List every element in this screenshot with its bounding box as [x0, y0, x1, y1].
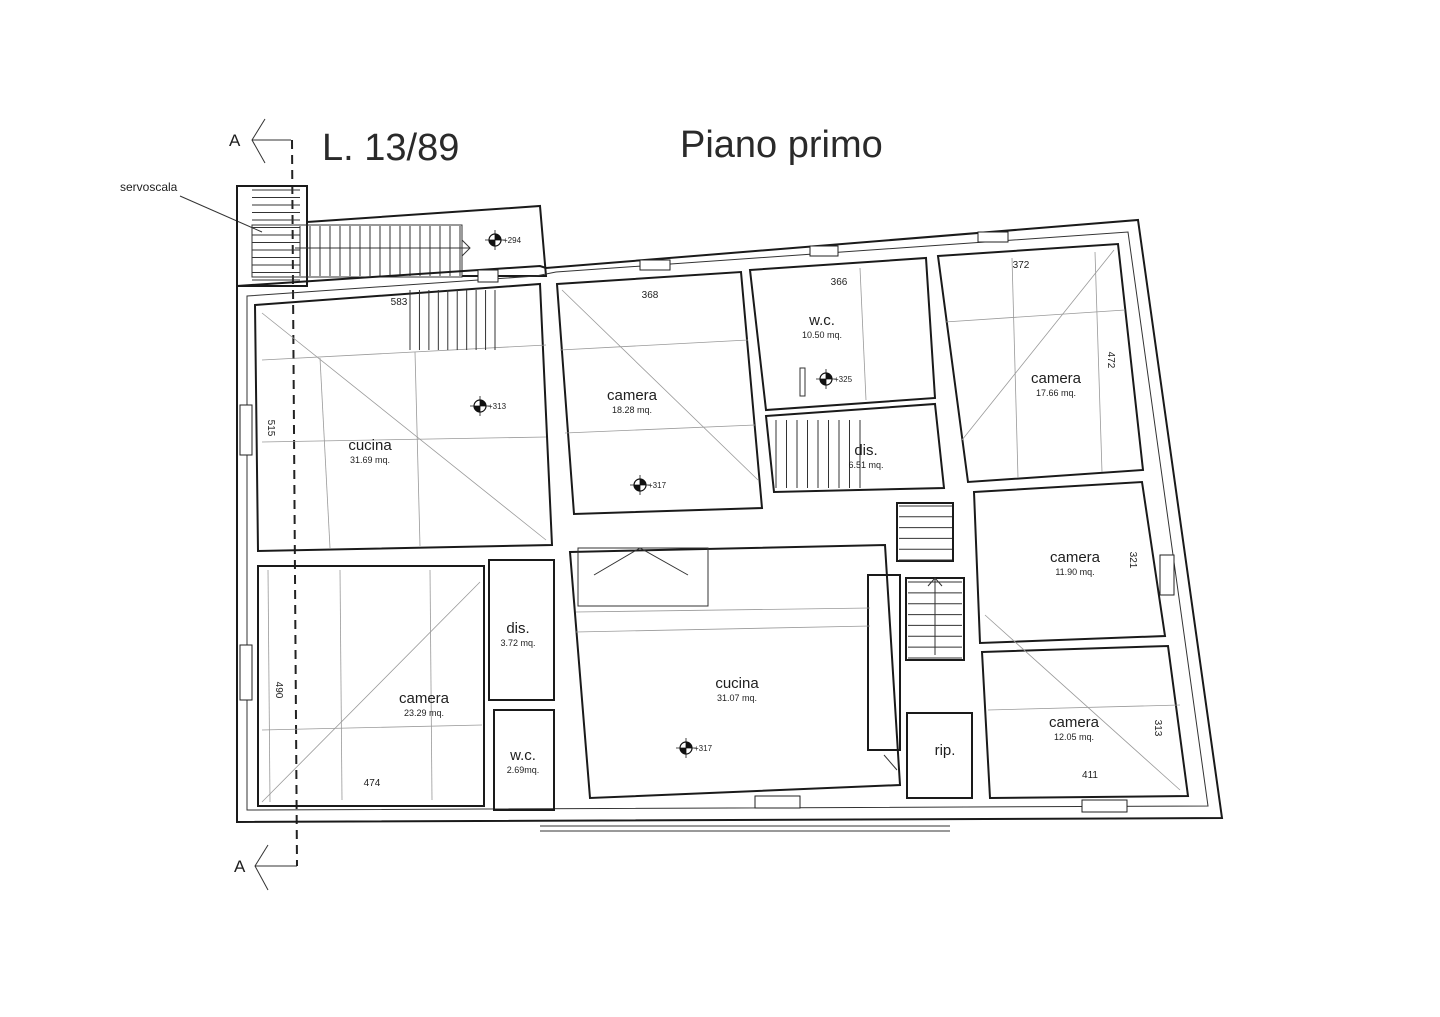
room-hall-2: [488, 559, 555, 701]
elevation-value: +317: [694, 744, 713, 753]
room-bedroom-5: [980, 614, 1190, 800]
elevation-value: +325: [834, 375, 853, 384]
elevation-marker: +294: [485, 230, 522, 250]
room-area: 2.69mq.: [507, 765, 540, 775]
dimension-label: 515: [265, 420, 276, 437]
room-area: 11.90 mq.: [1055, 567, 1094, 577]
dimension-label: 474: [364, 778, 381, 789]
stairlift-label: servoscala: [120, 180, 178, 194]
dimension-label: 366: [831, 277, 848, 288]
room-name: dis.: [506, 620, 529, 637]
room-label: rip.: [935, 742, 956, 759]
stairlift-leader: [179, 195, 263, 233]
room-area: 31.69 mq.: [350, 455, 390, 465]
interior-stair: [867, 502, 965, 751]
dimension-label: 490: [273, 682, 284, 699]
elevation-value: +294: [503, 236, 522, 245]
room-area: 10.50 mq.: [802, 330, 842, 340]
room-area: 31.07 mq.: [717, 693, 757, 703]
room-name: dis.: [854, 442, 877, 459]
section-marker-top: A: [229, 118, 291, 164]
room-bedroom-4: [257, 565, 485, 807]
room-area: 18.28 mq.: [612, 405, 652, 415]
elevation-marker: +325: [816, 369, 853, 389]
elevation-marker: +317: [630, 475, 667, 495]
room-label: dis.3.72 mq.: [500, 620, 535, 648]
room-name: cucina: [348, 437, 392, 454]
elevation-marker: +313: [470, 396, 507, 416]
law-reference: L. 13/89: [322, 127, 459, 169]
room-wc-2: [493, 709, 555, 811]
elevation-value: +317: [648, 481, 667, 490]
svg-text:A: A: [234, 857, 246, 876]
room-name: rip.: [935, 742, 956, 759]
room-name: camera: [1031, 370, 1082, 387]
exterior-stair: [236, 185, 548, 287]
room-area: 17.66 mq.: [1036, 388, 1076, 398]
dimension-label: 313: [1152, 720, 1163, 737]
room-name: cucina: [715, 675, 759, 692]
outer-wall: [236, 218, 1224, 824]
room-name: camera: [399, 690, 450, 707]
dimension-label: 583: [391, 297, 408, 308]
room-name: camera: [1050, 549, 1101, 566]
room-wc-1: [748, 256, 937, 412]
section-line: [291, 139, 298, 867]
room-label: dis.6.51 mq.: [848, 442, 883, 470]
dimension-label: 411: [1082, 770, 1098, 781]
room-kitchen-2: [568, 543, 902, 800]
dimension-label: 372: [1013, 260, 1030, 271]
room-kitchen-1: [253, 282, 554, 553]
room-name: camera: [607, 387, 658, 404]
svg-text:A: A: [229, 131, 241, 150]
dimension-label: 321: [1127, 552, 1138, 569]
plan-title: Piano primo: [680, 124, 883, 166]
dimension-label: 368: [642, 290, 659, 301]
room-bedroom-3: [972, 480, 1167, 645]
room-bedroom-2: [936, 242, 1145, 484]
outer-wall-inner: [246, 231, 1209, 811]
room-name: w.c.: [509, 747, 536, 764]
room-area: 3.72 mq.: [500, 638, 535, 648]
room-bedroom-1: [555, 270, 764, 516]
room-area: 12.05 mq.: [1054, 732, 1094, 742]
room-area: 23.29 mq.: [404, 708, 444, 718]
section-marker-bottom: A: [234, 844, 297, 891]
room-label: w.c.10.50 mq.: [802, 312, 842, 340]
room-label: w.c.2.69mq.: [507, 747, 540, 775]
windows: [239, 231, 1175, 813]
room-area: 6.51 mq.: [848, 460, 883, 470]
dimension-label: 472: [1105, 352, 1116, 369]
room-name: camera: [1049, 714, 1100, 731]
room-name: w.c.: [808, 312, 835, 329]
elevation-value: +313: [488, 402, 507, 411]
room-hall-1: [764, 402, 946, 494]
room-storage: [906, 712, 973, 799]
elevation-marker: +317: [676, 738, 713, 758]
